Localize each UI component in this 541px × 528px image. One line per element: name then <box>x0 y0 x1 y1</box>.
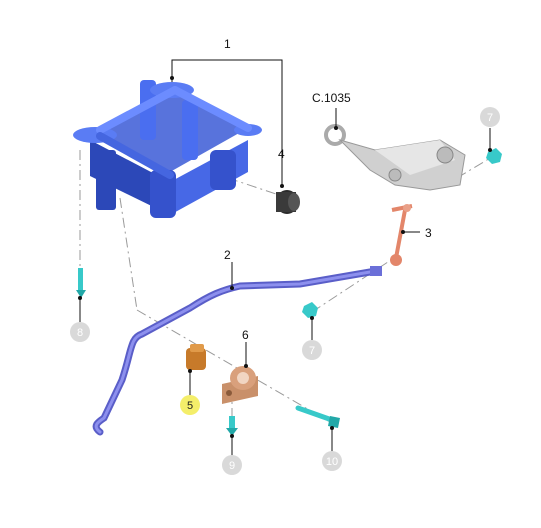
badge-10: 10 <box>322 451 342 471</box>
callout-7-upper: 7 <box>487 112 493 124</box>
badge-8: 8 <box>70 322 90 342</box>
knuckle-c1035 <box>324 124 466 191</box>
badge-9: 9 <box>222 455 242 475</box>
reference-c1035: C.1035 <box>312 91 351 105</box>
callout-6: 6 <box>242 328 249 342</box>
callout-8: 8 <box>77 327 83 339</box>
callout-5: 5 <box>187 400 193 412</box>
leader-lines <box>79 59 491 456</box>
callout-2: 2 <box>224 248 231 262</box>
subframe <box>73 80 262 218</box>
clamp-part-6 <box>222 366 258 404</box>
bolt-part-10 <box>295 405 340 428</box>
badge-5: 5 <box>180 395 200 415</box>
bushing-part-5 <box>186 344 206 370</box>
badge-7-lower: 7 <box>302 340 322 360</box>
bushing-part-4 <box>276 190 300 214</box>
bolt-part-9 <box>226 416 238 436</box>
stabilizer-bar-part-2 <box>92 266 382 436</box>
bolt-part-8 <box>76 268 86 298</box>
leader-dots <box>78 76 492 438</box>
badge-7-upper: 7 <box>480 107 500 127</box>
callout-7-lower: 7 <box>309 345 315 357</box>
stabilizer-link-part-3 <box>390 204 413 266</box>
nut-part-7-lower <box>302 302 318 318</box>
callout-10: 10 <box>326 456 338 468</box>
callout-1: 1 <box>224 37 231 51</box>
callout-9: 9 <box>229 460 235 472</box>
callout-3: 3 <box>425 226 432 240</box>
callout-4: 4 <box>278 147 285 161</box>
